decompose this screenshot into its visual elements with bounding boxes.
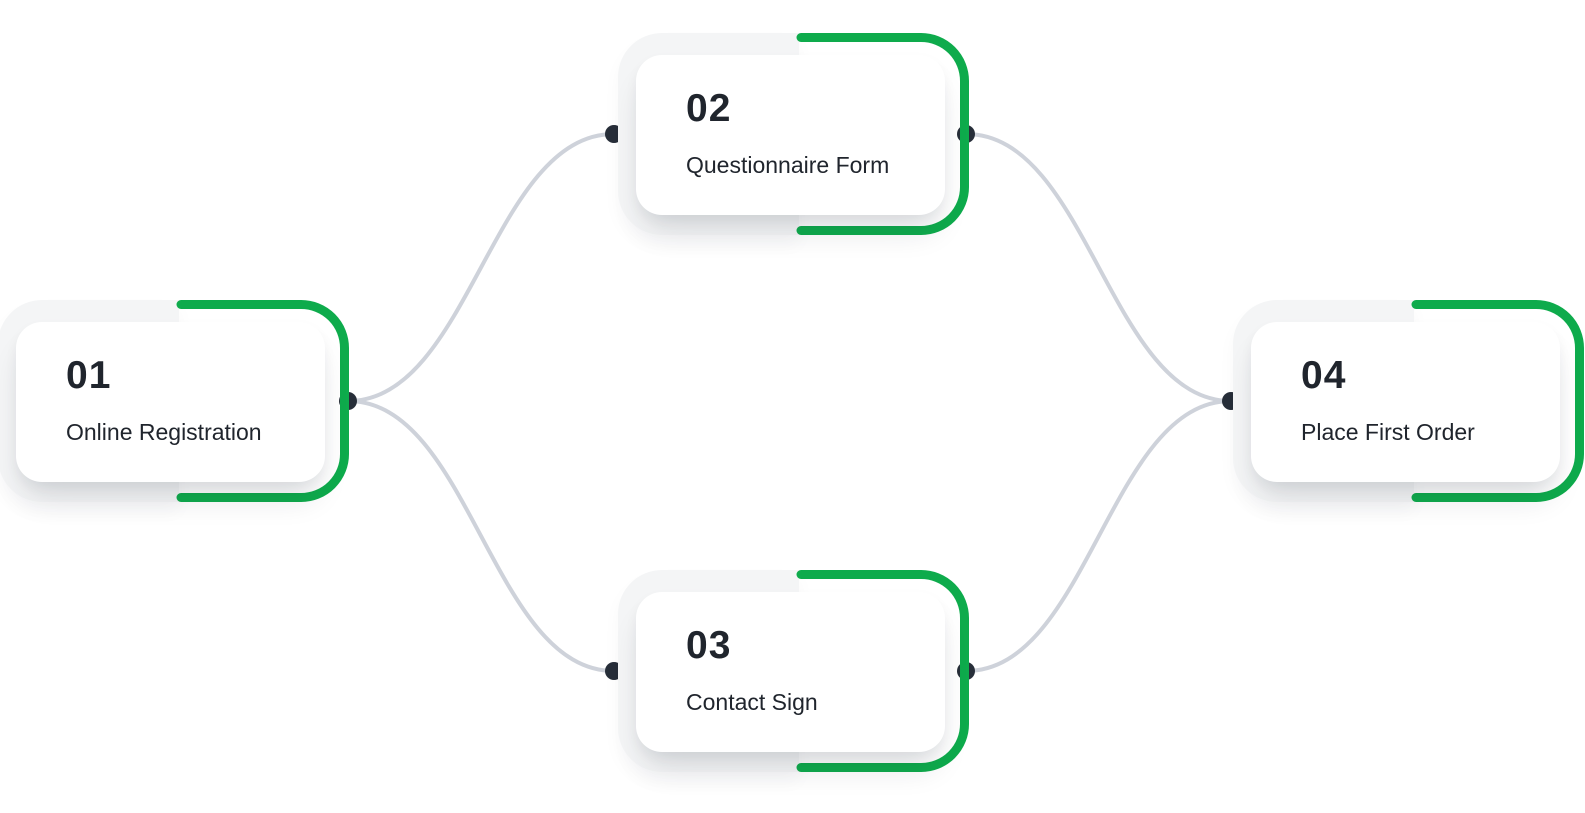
green-bracket-icon: [176, 300, 349, 502]
edge-01-02: [346, 132, 616, 403]
edge-02-04: [964, 132, 1233, 403]
step-label: Place First Order: [1301, 419, 1475, 445]
step-number: 01: [66, 354, 112, 397]
flow-node-03[interactable]: 03 Contact Sign: [618, 570, 970, 772]
flow-node-02[interactable]: 02 Questionnaire Form: [618, 33, 970, 235]
step-label: Online Registration: [66, 419, 262, 445]
green-bracket-icon: [796, 33, 969, 235]
step-number: 03: [686, 624, 732, 667]
step-label: Questionnaire Form: [686, 152, 890, 178]
green-bracket-icon: [1411, 300, 1584, 502]
flow-node-01[interactable]: 01 Online Registration: [0, 300, 350, 502]
node-card[interactable]: 02 Questionnaire Form: [636, 55, 945, 215]
flow-node-04[interactable]: 04 Place First Order: [1233, 300, 1585, 502]
green-bracket-icon: [796, 570, 969, 772]
edge-01-03: [346, 399, 616, 673]
node-card[interactable]: 04 Place First Order: [1251, 322, 1560, 482]
step-label: Contact Sign: [686, 689, 818, 715]
node-card[interactable]: 01 Online Registration: [16, 322, 325, 482]
node-card[interactable]: 03 Contact Sign: [636, 592, 945, 752]
step-number: 02: [686, 87, 732, 130]
step-number: 04: [1301, 354, 1347, 397]
edge-03-04: [964, 399, 1233, 673]
